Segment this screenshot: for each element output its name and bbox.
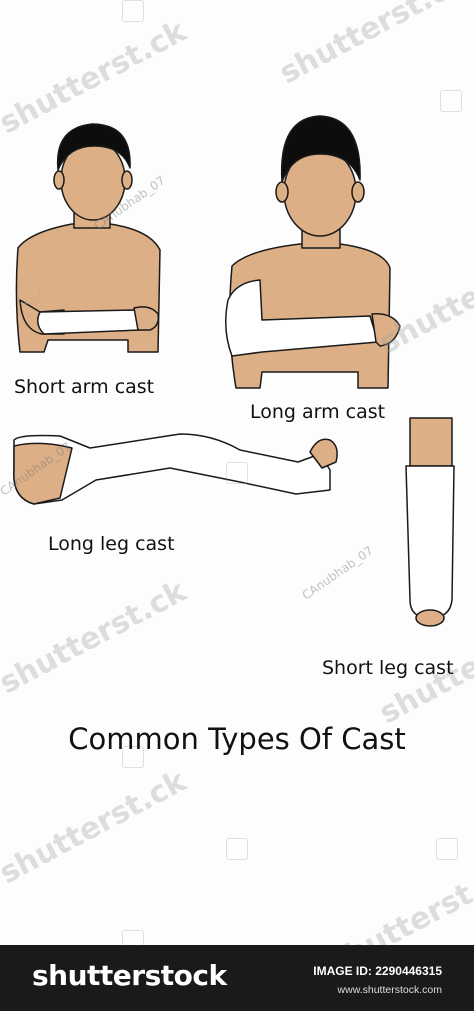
watermark-mark (436, 838, 458, 860)
long-arm-cast-label: Long arm cast (250, 401, 386, 423)
brand-logo: shutterstock (32, 959, 227, 992)
short-leg-cast-label: Short leg cast (322, 657, 454, 679)
short-leg-cast-figure (405, 417, 455, 627)
diagram-canvas: shutterst.ck shutterst.ck shutterst.ck s… (0, 0, 474, 981)
diagram-title: Common Types Of Cast (68, 722, 406, 756)
cast-illustrations (13, 115, 455, 627)
long-leg-cast-label: Long leg cast (48, 533, 175, 555)
watermark-mark (226, 838, 248, 860)
watermark-mark (440, 90, 462, 112)
site-url: www.shutterstock.com (337, 984, 442, 996)
long-leg-cast-figure (13, 433, 338, 505)
image-id: IMAGE ID: 2290446315 (313, 964, 442, 978)
watermark-mark (122, 0, 144, 22)
short-arm-cast-figure (15, 123, 161, 353)
watermark-mark (226, 462, 248, 484)
watermark-mark (122, 746, 144, 768)
short-arm-cast-label: Short arm cast (14, 376, 155, 398)
footer-bar: shutterstock IMAGE ID: 2290446315 www.sh… (0, 945, 474, 1011)
watermark-mark (18, 282, 40, 304)
long-arm-cast-figure (225, 115, 401, 389)
